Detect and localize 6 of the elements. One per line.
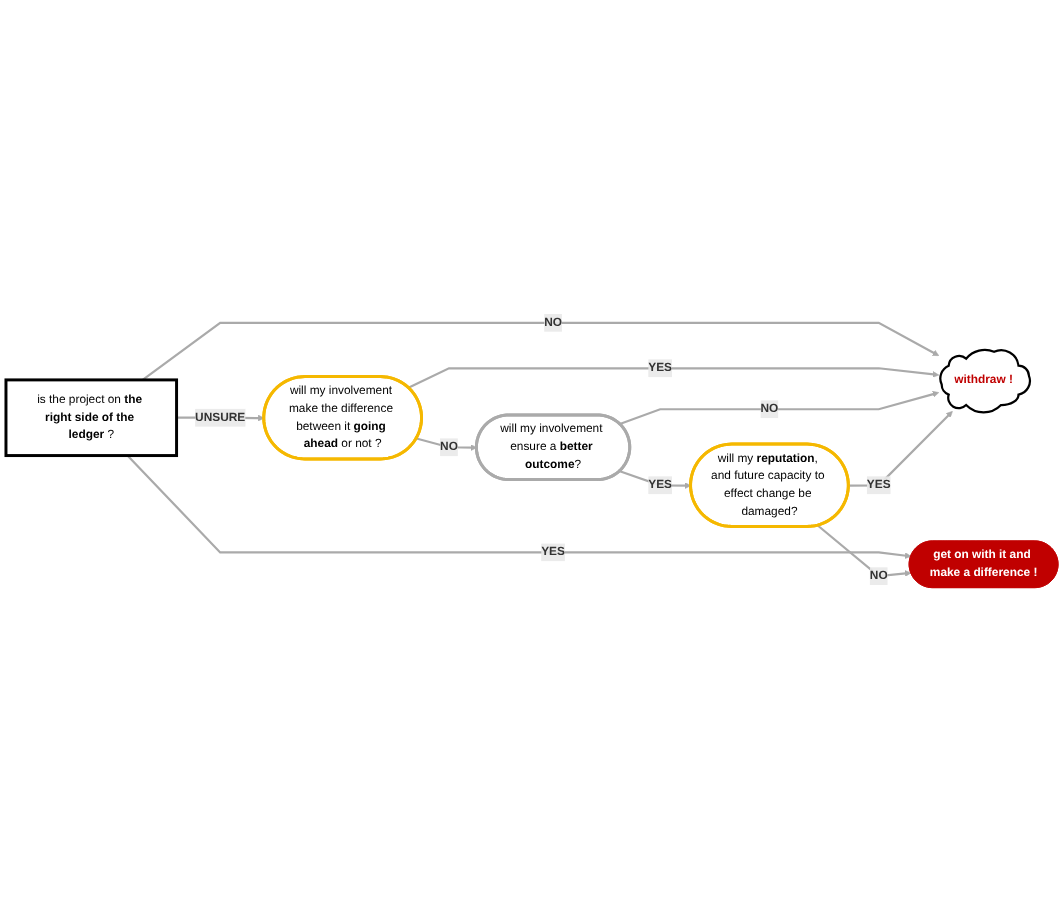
- arrow: [126, 454, 912, 559]
- arrow: [407, 366, 940, 388]
- arrow: [142, 320, 940, 380]
- arrow: [817, 523, 912, 577]
- arrow: [619, 390, 940, 425]
- arrow: [848, 410, 953, 486]
